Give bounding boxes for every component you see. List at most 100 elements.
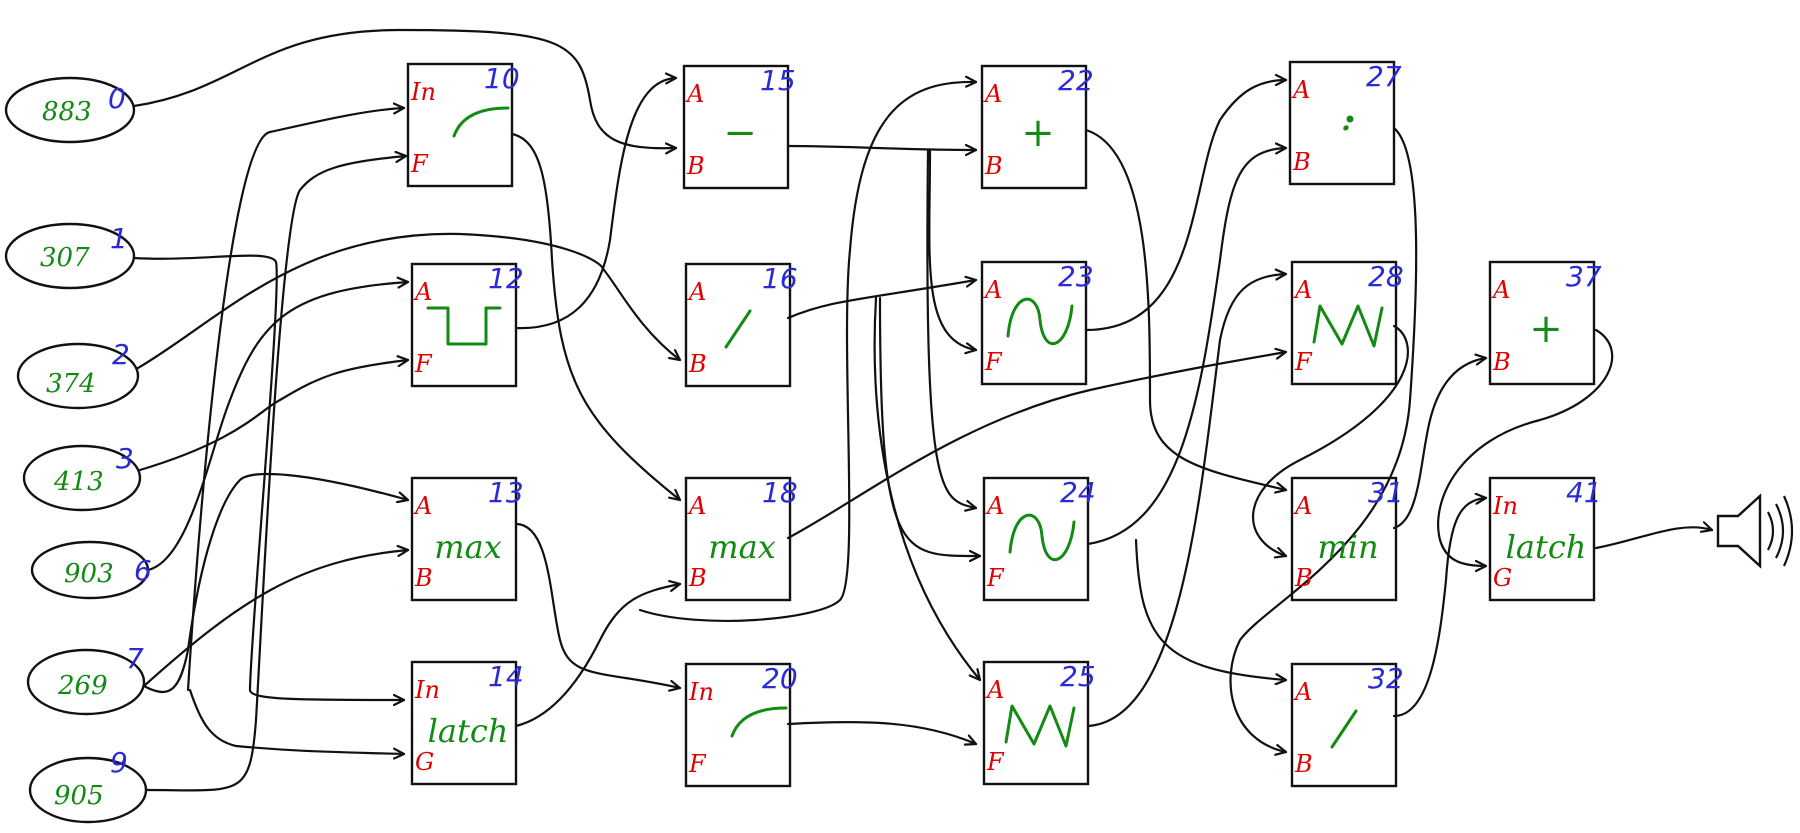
wire: [928, 148, 976, 350]
node-glyph: [1006, 297, 1074, 346]
input-value: 307: [40, 243, 90, 273]
port-label: A: [1291, 76, 1310, 104]
node-glyph: [1312, 304, 1384, 348]
wire: [786, 146, 978, 150]
port-label: A: [983, 80, 1002, 108]
wire: [132, 254, 406, 700]
wire: [514, 584, 680, 728]
node-op: +: [1021, 110, 1055, 156]
node-box: [684, 476, 792, 602]
port-label: G: [415, 748, 434, 776]
input-id: 0: [108, 82, 126, 115]
input-id: 2: [112, 338, 130, 371]
port-label: F: [410, 150, 429, 178]
input-3: 413 3: [22, 442, 142, 512]
node-13: A B 13 max: [410, 476, 524, 602]
node-glyph: [1008, 513, 1076, 562]
wire: [510, 132, 680, 500]
wire: [786, 352, 1286, 540]
input-6: 903 6: [30, 540, 152, 600]
nodes: InF10AF12AB13maxInG14latchAB15−AB16AB18m…: [406, 60, 1602, 788]
port-label: B: [414, 564, 433, 592]
node-glyph: [1330, 709, 1358, 749]
wire: [1392, 358, 1486, 530]
port-label: A: [1293, 276, 1312, 304]
input-1: 307 1: [4, 222, 136, 290]
node-op: ·: [1340, 106, 1353, 152]
wires: [132, 28, 1712, 792]
port-label: A: [1293, 678, 1312, 706]
input-id: 6: [134, 554, 152, 587]
input-id: 9: [110, 746, 128, 779]
node-box: [410, 262, 518, 388]
port-label: B: [686, 152, 705, 180]
node-box: [1488, 476, 1596, 602]
port-label: A: [413, 492, 432, 520]
wire: [1229, 126, 1418, 752]
node-id: 41: [1566, 476, 1602, 509]
node-op: min: [1317, 528, 1378, 566]
port-label: A: [985, 676, 1004, 704]
node-box: [1290, 662, 1398, 788]
node-id: 13: [488, 476, 524, 509]
node-glyph: [724, 309, 752, 349]
input-value: 905: [54, 781, 104, 811]
node-id: 10: [484, 62, 520, 95]
node-box: [410, 476, 518, 602]
node-op: max: [708, 528, 775, 566]
node-id: 23: [1058, 260, 1094, 293]
node-glyph: [452, 106, 510, 138]
input-2: 374 2: [16, 338, 140, 410]
input-id: 3: [116, 442, 134, 475]
node-10: InF 10: [406, 62, 520, 188]
node-box: [410, 660, 518, 786]
port-label: A: [413, 278, 432, 306]
wire: [1251, 324, 1409, 556]
wire: [188, 688, 404, 754]
port-label: In: [410, 78, 436, 106]
wire: [786, 720, 976, 744]
wire: [146, 282, 408, 572]
node-id: 20: [762, 662, 798, 695]
node-id: 25: [1060, 660, 1096, 693]
wire: [638, 82, 976, 622]
node-box: [980, 260, 1088, 386]
input-value: 413: [53, 467, 104, 497]
node-id: 12: [488, 262, 524, 295]
port-label: B: [688, 564, 707, 592]
port-label: In: [414, 676, 440, 704]
wire: [514, 78, 676, 330]
input-0: 883 0: [4, 76, 136, 144]
node-box: [980, 64, 1088, 190]
node-glyph: [426, 306, 502, 346]
port-label: A: [687, 492, 706, 520]
node-op: max: [434, 528, 501, 566]
node-box: [682, 64, 790, 190]
node-id: 16: [762, 262, 798, 295]
wire: [186, 108, 404, 692]
node-box: [684, 262, 792, 388]
wire: [786, 280, 976, 320]
port-label: B: [1294, 750, 1313, 778]
node-glyph: [1346, 115, 1354, 123]
wire: [1086, 274, 1286, 728]
port-label: F: [1294, 348, 1313, 376]
wire: [1134, 538, 1286, 680]
node-id: 22: [1058, 64, 1094, 97]
port-label: F: [414, 350, 433, 378]
input-value: 374: [46, 369, 96, 399]
wire: [144, 156, 406, 792]
wire: [1437, 328, 1614, 566]
node-box: [1290, 476, 1398, 602]
node-box: [684, 662, 792, 788]
input-value: 903: [64, 559, 114, 589]
